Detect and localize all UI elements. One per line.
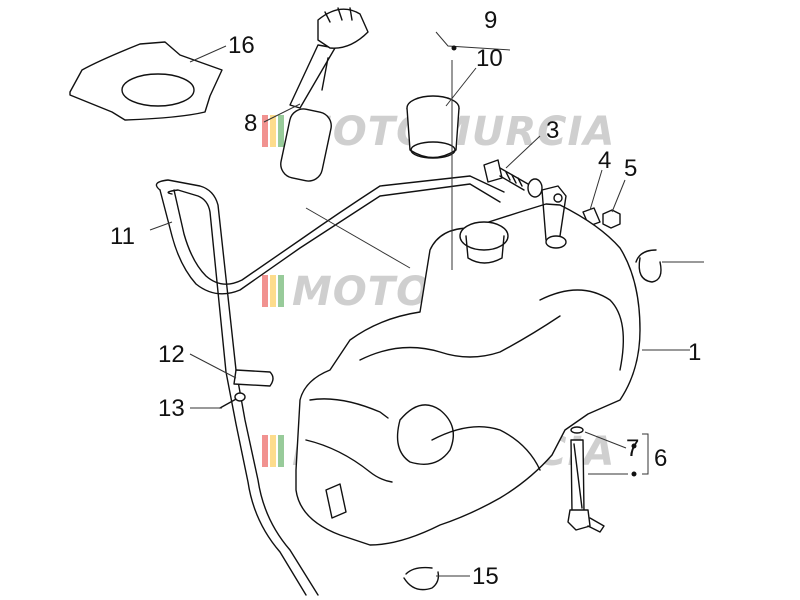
watermark-stripe-red bbox=[262, 275, 268, 307]
callout-12: 12 bbox=[158, 341, 185, 368]
callout-11: 11 bbox=[110, 223, 135, 250]
callout-8: 8 bbox=[244, 110, 257, 137]
marker-dot bbox=[451, 45, 457, 51]
watermark-stripe-green bbox=[278, 435, 284, 467]
watermark-stripe-green bbox=[278, 115, 284, 147]
part-1-fuel-tank bbox=[295, 185, 641, 546]
part-16-clamp bbox=[635, 249, 662, 283]
marker-dot bbox=[631, 443, 637, 449]
callout-3: 3 bbox=[546, 117, 559, 144]
part-13-screw bbox=[219, 392, 246, 409]
part-7-pickup-tube bbox=[567, 426, 605, 533]
marker-dot bbox=[631, 471, 637, 477]
part-11-breather-hose bbox=[155, 175, 505, 596]
callout-6: 6 bbox=[654, 445, 667, 472]
callout-13: 13 bbox=[158, 395, 185, 422]
part-15-gasket-plate bbox=[69, 41, 223, 121]
callout-15: 16 bbox=[228, 32, 255, 59]
callout-5: 5 bbox=[624, 155, 637, 182]
watermark-stripe-yellow bbox=[270, 275, 276, 307]
callout-4: 4 bbox=[598, 147, 611, 174]
part-8-fuel-sender bbox=[280, 7, 369, 182]
watermark-stripe-green bbox=[278, 275, 284, 307]
watermark-stripe-yellow bbox=[270, 435, 276, 467]
leader-lines bbox=[149, 31, 704, 577]
callout-1: 1 bbox=[688, 339, 701, 366]
part-12-clip bbox=[233, 369, 274, 387]
part-14-hose-clamp bbox=[403, 566, 440, 591]
watermark-stripe-yellow bbox=[270, 115, 276, 147]
part-5-nut bbox=[602, 209, 621, 229]
callout-10: 10 bbox=[476, 45, 503, 72]
watermark-stripe-red bbox=[262, 115, 268, 147]
callout-7: 7 bbox=[626, 435, 639, 462]
part-3-bolt bbox=[483, 159, 543, 198]
callout-14: 15 bbox=[472, 563, 499, 590]
callout-9: 9 bbox=[484, 7, 497, 34]
watermark-stripe-red bbox=[262, 435, 268, 467]
callouts: 16 8 9 10 3 4 5 1 11 12 13 15 7 6 bbox=[110, 7, 701, 590]
part-10-fuel-cap bbox=[406, 95, 460, 159]
